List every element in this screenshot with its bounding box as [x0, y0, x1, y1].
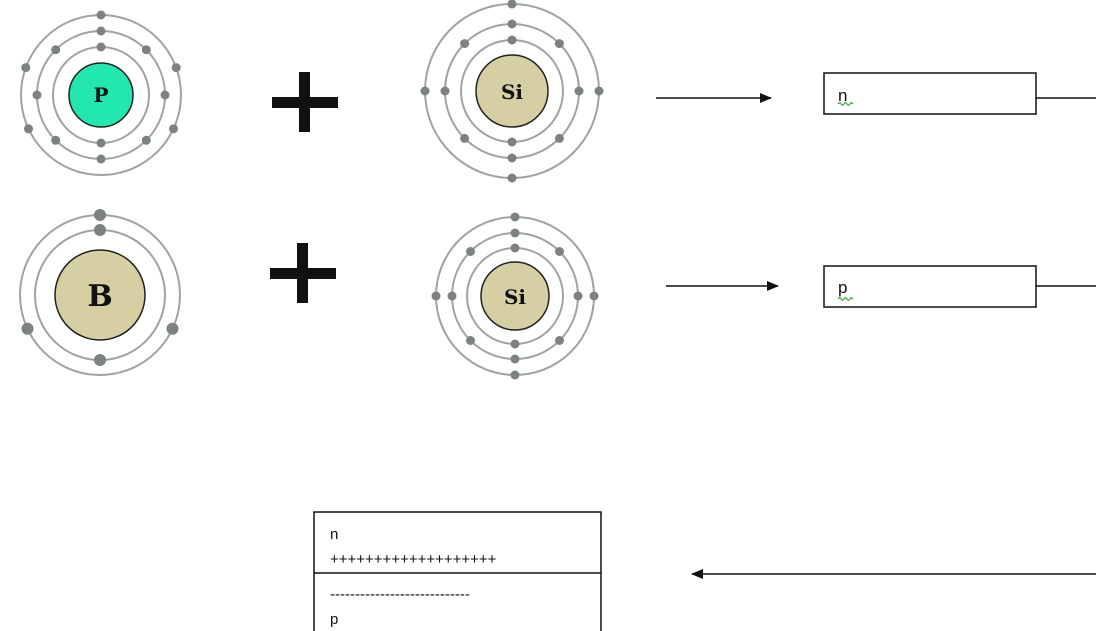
electron [510, 228, 520, 238]
electron [507, 19, 517, 29]
electron [460, 39, 470, 49]
pn-junction-box: n +++++++++++++++++++ ------------------… [313, 511, 602, 631]
junction-positive-charges: +++++++++++++++++++ [330, 551, 497, 568]
n-type-box: n [823, 72, 1096, 115]
electron [21, 322, 34, 335]
phosphorus-symbol: P [93, 83, 108, 107]
electron [507, 0, 517, 9]
electron [555, 247, 564, 256]
spellcheck-squiggle [837, 102, 854, 106]
electron [466, 336, 475, 345]
electron [94, 354, 106, 366]
electron [21, 63, 31, 73]
electron [96, 26, 106, 36]
electron [94, 224, 106, 236]
silicon-top-symbol: Si [501, 80, 523, 104]
electron [96, 42, 106, 52]
electron [141, 135, 151, 145]
electron [94, 209, 106, 221]
n-type-box-frame [823, 72, 1037, 115]
plus-sign [272, 72, 338, 132]
electron [466, 247, 475, 256]
junction-n-label: n [330, 526, 338, 543]
spellcheck-squiggle [837, 297, 854, 301]
phosphorus-electrons [21, 10, 181, 164]
p-type-label: p [838, 278, 847, 297]
phosphorus-nucleus [68, 62, 134, 128]
silicon-atom-top: Si [420, 0, 604, 183]
phosphorus-atom: P [20, 10, 182, 176]
electron [431, 291, 441, 301]
silicon-bottom-symbol: Si [504, 285, 526, 309]
electron [510, 370, 520, 380]
pn-junction-frame [313, 511, 602, 631]
electron [507, 35, 517, 45]
electron [554, 39, 564, 49]
electron [594, 86, 604, 96]
boron-electrons [21, 209, 179, 366]
electron [573, 291, 583, 301]
electron [555, 336, 564, 345]
junction-p-label: p [330, 611, 338, 628]
silicon-bottom-electrons [431, 212, 599, 380]
electron [51, 135, 61, 145]
p-type-box: p [823, 265, 1096, 308]
electron [32, 90, 42, 100]
plus-sign [270, 243, 336, 303]
silicon-bottom-nucleus [480, 261, 550, 331]
electron [589, 291, 599, 301]
electron [510, 354, 520, 364]
boron-symbol: B [87, 279, 112, 314]
electron [96, 138, 106, 148]
electron [507, 173, 517, 183]
electron [166, 322, 179, 335]
electron [507, 137, 517, 147]
silicon-atom-bottom: Si [431, 212, 599, 380]
electron [160, 90, 170, 100]
n-type-label: n [838, 86, 847, 105]
boron-atom: B [19, 209, 181, 376]
electron [574, 86, 584, 96]
plus-bar-vertical [297, 243, 308, 303]
junction-negative-charges: ---------------------------- [330, 586, 470, 603]
electron [169, 124, 178, 134]
electron [510, 243, 520, 253]
electron [96, 10, 106, 20]
electron [460, 133, 470, 143]
electron [171, 63, 181, 73]
silicon-top-electrons [420, 0, 604, 183]
electron [510, 212, 520, 222]
boron-nucleus [54, 249, 146, 341]
electron [51, 45, 61, 55]
electron [554, 133, 564, 143]
electron [141, 45, 151, 55]
electron [507, 153, 517, 163]
electron [440, 86, 450, 96]
electron [510, 339, 520, 349]
electron [420, 86, 430, 96]
electron [24, 124, 33, 134]
electron [447, 291, 457, 301]
plus-bar-vertical [299, 72, 310, 132]
electron [96, 154, 106, 164]
p-type-box-frame [823, 265, 1037, 308]
silicon-top-nucleus [475, 54, 549, 128]
